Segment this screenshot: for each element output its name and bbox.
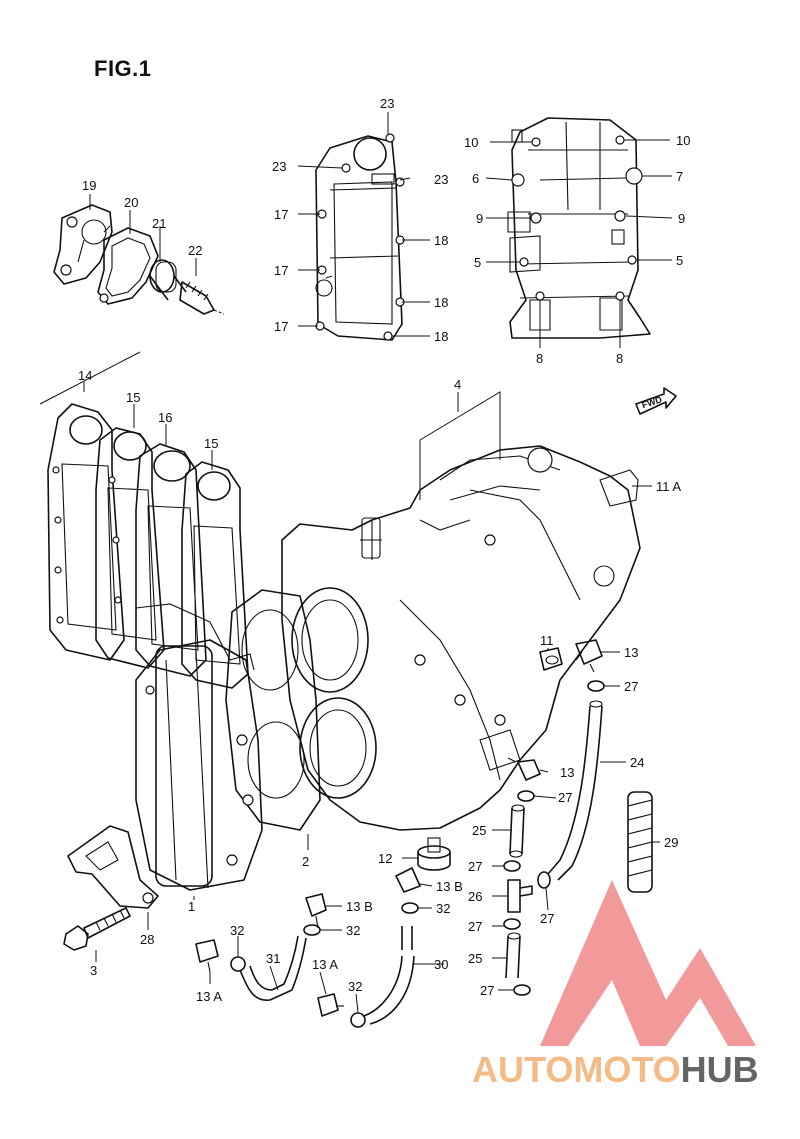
callout-32-d: 32 <box>348 979 362 994</box>
callout-27-f: 27 <box>480 983 494 998</box>
callout-24: 24 <box>630 755 644 770</box>
callout-17-mid: 17 <box>274 263 288 278</box>
callout-11: 11 <box>540 633 554 648</box>
callout-27-d: 27 <box>468 919 482 934</box>
callout-18-bottom: 18 <box>434 329 448 344</box>
callout-13B-left: 13 B <box>346 899 373 914</box>
callout-9-left: 9 <box>476 211 483 226</box>
fitting-13-upper-part <box>575 639 603 673</box>
callout-31: 31 <box>266 951 280 966</box>
outer-exhaust-cover-part <box>47 403 125 661</box>
fitting-13A-left-part <box>195 939 219 973</box>
fitting-13B-left-part <box>305 893 327 929</box>
callout-15-right: 15 <box>204 436 218 451</box>
thermostat-gasket-part <box>97 227 159 305</box>
exhaust-gasket-inner-part <box>181 461 249 689</box>
callout-21: 21 <box>152 216 166 231</box>
tee-joint-26-part <box>507 879 533 913</box>
callout-10-left: 10 <box>464 135 478 150</box>
callout-27-a: 27 <box>624 679 638 694</box>
callout-23-top: 23 <box>380 96 394 111</box>
hose-31-part <box>239 935 307 1001</box>
fitting-11-part <box>539 647 563 671</box>
callout-13A-mid: 13 A <box>312 957 338 972</box>
callout-13B-right: 13 B <box>436 879 463 894</box>
watermark-text: AUTOMOTOHUB <box>472 1049 759 1090</box>
callout-10-right: 10 <box>676 133 690 148</box>
callout-5-left: 5 <box>474 255 481 270</box>
callout-23-left: 23 <box>272 159 286 174</box>
callout-9-right: 9 <box>678 211 685 226</box>
callout-2: 2 <box>302 854 309 869</box>
callout-18-mid: 18 <box>434 295 448 310</box>
callout-13-lower: 13 <box>560 765 574 780</box>
callout-19: 19 <box>82 178 96 193</box>
fitting-13A-mid-part <box>317 993 344 1017</box>
callout-27-c: 27 <box>468 859 482 874</box>
cylinder-block-part <box>281 445 641 831</box>
callout-29: 29 <box>664 835 678 850</box>
cylinder-casting-part <box>507 117 651 339</box>
callout-13A-left: 13 A <box>196 989 222 1004</box>
cylinder-head-cover-part <box>135 603 263 891</box>
hose-25-lower-part <box>505 932 521 979</box>
watermark-triangle-mark <box>540 880 756 1046</box>
callout-4: 4 <box>454 377 461 392</box>
fitting-13B-right-part <box>395 867 421 893</box>
watermark-text-automoto: AUTOMOTO <box>472 1049 681 1090</box>
thermostat-cover-part <box>53 204 113 285</box>
callout-30: 30 <box>434 957 448 972</box>
callout-11A: 11 A <box>656 479 681 494</box>
callout-27-e: 27 <box>540 911 554 926</box>
callout-14: 14 <box>78 368 92 383</box>
callout-7: 7 <box>676 169 683 184</box>
callout-25-upper: 25 <box>472 823 486 838</box>
thermostat-part <box>149 259 187 301</box>
callout-32-c: 32 <box>436 901 450 916</box>
watermark-text-hub: HUB <box>681 1049 759 1090</box>
thermostat-bolt-part <box>179 281 225 315</box>
callout-20: 20 <box>124 195 138 210</box>
callout-16: 16 <box>158 410 172 425</box>
hose-25-upper-part <box>509 804 525 858</box>
callout-28: 28 <box>140 932 154 947</box>
callout-27-b: 27 <box>558 790 572 805</box>
callout-15-left: 15 <box>126 390 140 405</box>
callout-8-left: 8 <box>536 351 543 366</box>
forward-arrow-icon: FWD <box>635 387 677 415</box>
callout-32-a: 32 <box>230 923 244 938</box>
callout-17-top: 17 <box>274 207 288 222</box>
anode-cover-part <box>67 825 159 909</box>
fitting-13-lower-part <box>507 757 541 781</box>
leader-lines <box>39 112 673 1013</box>
callout-8-right: 8 <box>616 351 623 366</box>
callout-13-upper: 13 <box>624 645 638 660</box>
exhaust-inner-cover-part <box>135 443 207 677</box>
watermark-logo: AUTOMOTOHUB <box>472 880 759 1090</box>
plug-part <box>417 837 451 871</box>
callout-6: 6 <box>472 171 479 186</box>
callout-32-b: 32 <box>346 923 360 938</box>
hose-24-part <box>547 700 603 881</box>
callout-26: 26 <box>468 889 482 904</box>
callout-23-right: 23 <box>434 172 448 187</box>
cylinder-head-gasket-part <box>225 589 321 831</box>
callout-5-right: 5 <box>676 253 683 268</box>
callout-3: 3 <box>90 963 97 978</box>
callout-1: 1 <box>188 899 195 914</box>
callout-labels: 19 20 21 22 23 23 23 17 17 17 18 18 18 1… <box>78 96 690 1004</box>
bolt-part <box>63 907 131 951</box>
hose-30-part <box>363 926 415 1025</box>
callout-25-lower: 25 <box>468 951 482 966</box>
callout-22: 22 <box>188 243 202 258</box>
callout-18-top: 18 <box>434 233 448 248</box>
callout-12: 12 <box>378 851 392 866</box>
callout-17-bottom: 17 <box>274 319 288 334</box>
hose-29-part <box>627 791 653 893</box>
figure-title: FIG.1 <box>94 56 152 81</box>
exhaust-cover-plate-part <box>315 133 405 341</box>
